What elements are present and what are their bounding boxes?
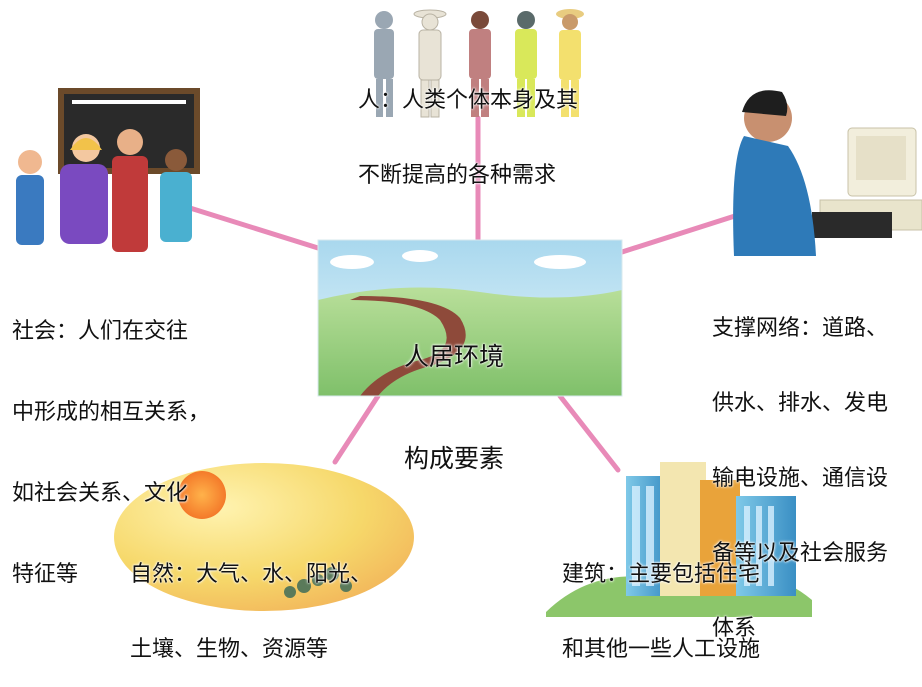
center-title-line-1: 人居环境 — [404, 342, 505, 371]
connector-support — [619, 212, 741, 255]
connector-lines — [187, 115, 741, 473]
nature-label-line-1: 自然：大气、水、阳光、 — [130, 562, 373, 587]
people-label-line-1: 人：人类个体本身及其 — [358, 88, 579, 113]
society-label: 社会：人们在交往 中形成的相互关系， 如社会关系、文化 特征等 — [12, 264, 210, 615]
center-title-line-2: 构成要素 — [404, 444, 505, 473]
society-label-line-3: 如社会关系、文化 — [12, 481, 189, 506]
man-at-computer-icon — [733, 90, 922, 256]
people-label: 人：人类个体本身及其 不断提高的各种需求 — [358, 38, 578, 213]
society-label-line-4: 特征等 — [12, 562, 79, 587]
support-label-line-2: 供水、排水、发电 — [712, 391, 889, 416]
building-label: 建筑：主要包括住宅 和其他一些人工设施 — [562, 512, 760, 687]
building-label-line-1: 建筑：主要包括住宅 — [562, 562, 761, 587]
center-title: 人居环境 构成要素 — [404, 272, 504, 510]
society-label-line-1: 社会：人们在交往 — [12, 319, 189, 344]
center-landscape-image — [317, 239, 623, 397]
city-buildings-icon — [546, 462, 812, 617]
support-label-line-3: 输电设施、通信设 — [712, 466, 889, 491]
children-at-chalkboard-icon — [16, 88, 200, 252]
support-label-line-4: 备等以及社会服务 — [712, 541, 889, 566]
nature-label-line-2: 土壤、生物、资源等 — [130, 637, 329, 662]
society-label-line-2: 中形成的相互关系， — [12, 400, 211, 425]
support-label-line-1: 支撑网络：道路、 — [712, 316, 889, 341]
connector-nature — [332, 393, 381, 465]
people-label-line-2: 不断提高的各种需求 — [358, 163, 557, 188]
connector-society — [187, 205, 321, 251]
sun-and-plants-icon — [114, 463, 414, 611]
group-of-people-icon — [374, 9, 584, 118]
connector-building — [557, 393, 621, 473]
diagram-canvas — [16, 9, 922, 617]
nature-label: 自然：大气、水、阳光、 土壤、生物、资源等 — [130, 512, 372, 687]
building-label-line-2: 和其他一些人工设施 — [562, 637, 761, 662]
